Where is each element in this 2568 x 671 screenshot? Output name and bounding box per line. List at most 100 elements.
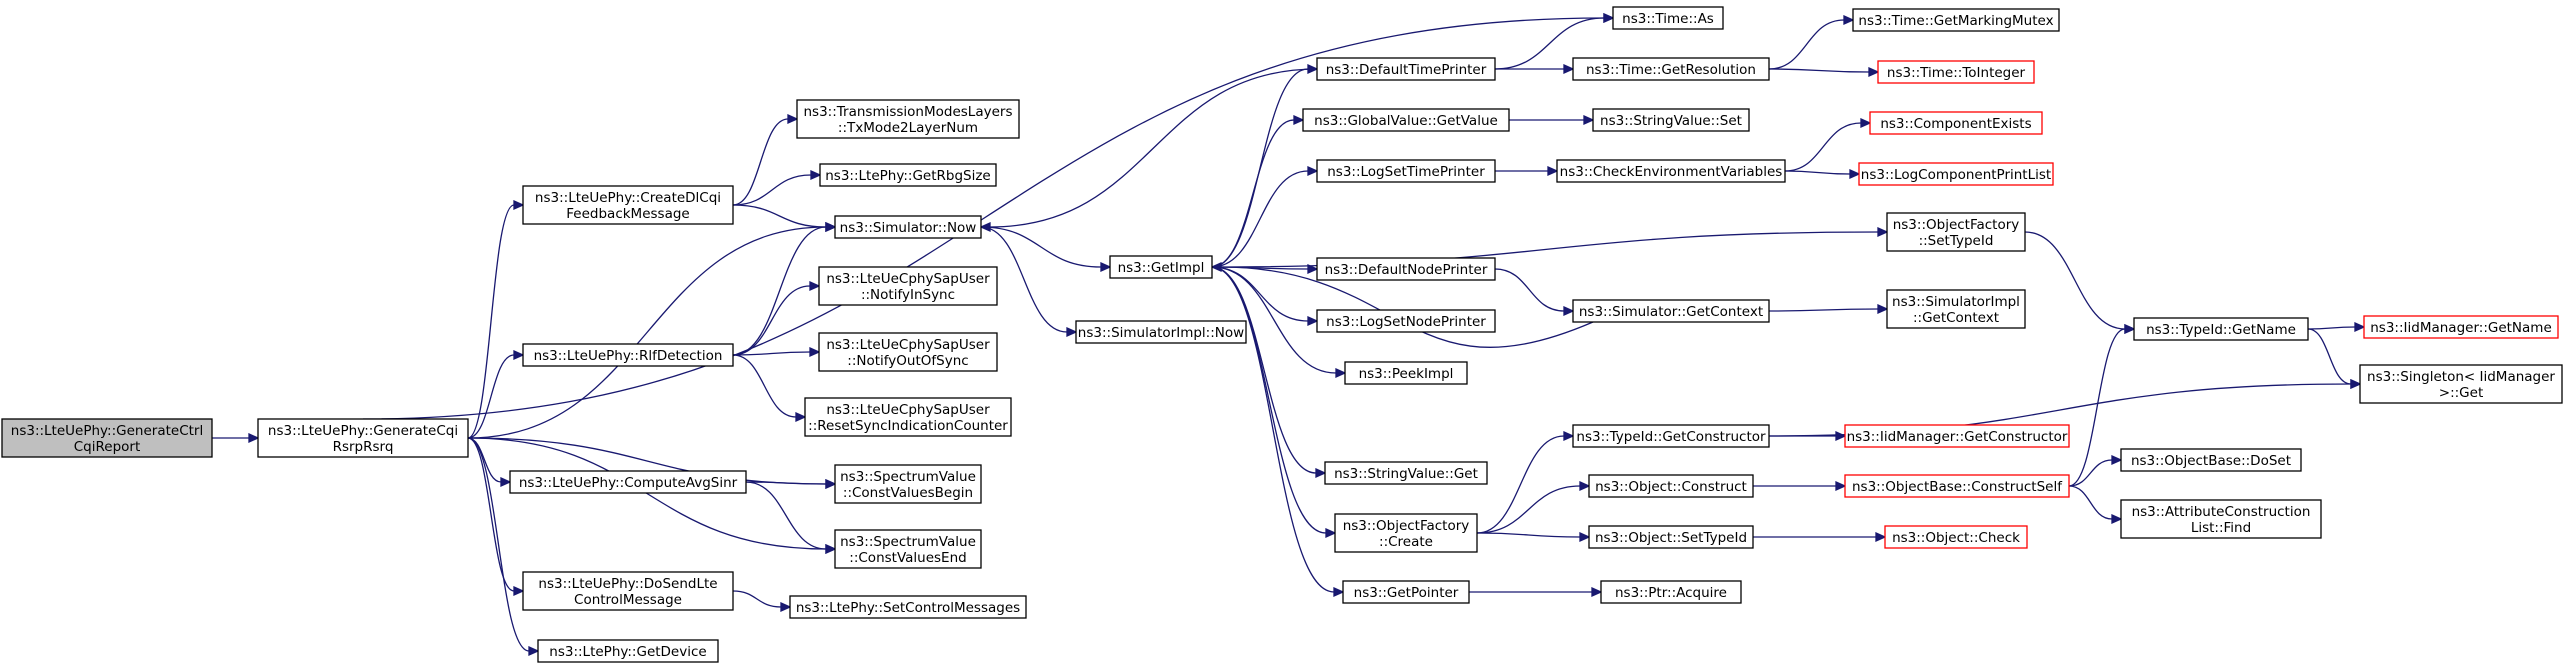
node-txmode[interactable]: ns3::TransmissionModesLayers::TxMode2Lay… — [796, 99, 1020, 139]
node-cvbegin[interactable]: ns3::SpectrumValue::ConstValuesBegin — [834, 464, 982, 504]
node-label: ns3::ObjectFactory — [1893, 217, 2020, 233]
node-label: ::Create — [1379, 534, 1433, 550]
node-simimplctx[interactable]: ns3::SimulatorImpl::GetContext — [1886, 289, 2026, 329]
node-label: ns3::Object::SetTypeId — [1595, 530, 1747, 546]
node-getimpl[interactable]: ns3::GetImpl — [1109, 255, 1213, 279]
node-tidgetname[interactable]: ns3::TypeId::GetName — [2133, 317, 2309, 341]
arrowhead-icon — [1210, 261, 1222, 273]
arrowhead-icon — [1307, 263, 1319, 275]
node-label: ns3::ComponentExists — [1880, 116, 2031, 132]
node-cvend[interactable]: ns3::SpectrumValue::ConstValuesEnd — [834, 529, 982, 569]
node-outsync[interactable]: ns3::LteUeCphySapUser::NotifyOutOfSync — [818, 332, 998, 372]
node-reset[interactable]: ns3::LteUeCphySapUser::ResetSyncIndicati… — [804, 397, 1012, 437]
arrowhead-icon — [809, 346, 821, 358]
node-box — [1592, 108, 1750, 132]
node-label: ns3::LtePhy::SetControlMessages — [796, 600, 1020, 616]
node-logcompprint[interactable]: ns3::LogComponentPrintList — [1858, 162, 2054, 186]
node-iidgetname[interactable]: ns3::IidManager::GetName — [2363, 315, 2559, 339]
node-box — [1886, 289, 2026, 329]
node-getpointer[interactable]: ns3::GetPointer — [1342, 580, 1470, 604]
node-svget[interactable]: ns3::StringValue::Get — [1324, 461, 1488, 485]
node-iidgetctor[interactable]: ns3::IidManager::GetConstructor — [1844, 424, 2070, 448]
node-obdoset[interactable]: ns3::ObjectBase::DoSet — [2120, 448, 2302, 472]
node-box — [2120, 448, 2302, 472]
node-box — [2359, 364, 2563, 404]
node-obconstself[interactable]: ns3::ObjectBase::ConstructSelf — [1844, 474, 2070, 498]
node-objsettid[interactable]: ns3::Object::SetTypeId — [1588, 525, 1754, 549]
node-rbg[interactable]: ns3::LtePhy::GetRbgSize — [819, 163, 997, 187]
node-objcheck[interactable]: ns3::Object::Check — [1884, 525, 2028, 549]
arrowhead-icon — [2124, 323, 2136, 335]
arrowhead-icon — [513, 199, 525, 211]
edge-rlf-to-outsync — [732, 346, 821, 358]
node-checkenv[interactable]: ns3::CheckEnvironmentVariables — [1556, 159, 1786, 183]
node-singleton[interactable]: ns3::Singleton< IidManager>::Get — [2359, 364, 2563, 404]
node-box — [819, 163, 997, 187]
edge-ofcreate-to-tidgetctor — [1476, 430, 1575, 534]
edge-createdl-to-txmode — [732, 113, 799, 206]
node-createdl[interactable]: ns3::LteUePhy::CreateDlCqiFeedbackMessag… — [522, 185, 734, 225]
node-dnp[interactable]: ns3::DefaultNodePrinter — [1316, 257, 1496, 281]
node-box — [1316, 257, 1496, 281]
node-label: ::ConstValuesBegin — [843, 485, 973, 501]
node-simgetctx[interactable]: ns3::Simulator::GetContext — [1572, 299, 1770, 323]
arrowhead-icon — [500, 476, 512, 488]
node-tointeger[interactable]: ns3::Time::ToInteger — [1877, 60, 2035, 84]
edge-getimpl-to-logsettp — [1211, 165, 1319, 268]
node-box — [522, 185, 734, 225]
node-insync[interactable]: ns3::LteUeCphySapUser::NotifyInSync — [818, 266, 998, 306]
node-tidgetctor[interactable]: ns3::TypeId::GetConstructor — [1572, 424, 1770, 448]
node-now[interactable]: ns3::Simulator::Now — [834, 215, 982, 239]
arrowhead-icon — [979, 221, 991, 233]
node-label: ns3::LteUePhy::GenerateCqi — [268, 423, 458, 439]
node-getres[interactable]: ns3::Time::GetResolution — [1572, 57, 1770, 81]
node-peekimpl[interactable]: ns3::PeekImpl — [1344, 361, 1468, 385]
node-timeas[interactable]: ns3::Time::As — [1612, 6, 1724, 30]
arrowhead-icon — [1307, 315, 1319, 327]
edge-gen-to-cvend — [467, 437, 837, 555]
node-label: ns3::LteUePhy::RlfDetection — [534, 348, 723, 364]
node-ofcreate[interactable]: ns3::ObjectFactory::Create — [1334, 513, 1478, 553]
node-box — [1600, 580, 1742, 604]
node-simimplnow[interactable]: ns3::SimulatorImpl::Now — [1075, 320, 1247, 344]
node-box — [2363, 315, 2559, 339]
node-getmarking[interactable]: ns3::Time::GetMarkingMutex — [1852, 8, 2060, 32]
node-dtp[interactable]: ns3::DefaultTimePrinter — [1316, 57, 1496, 81]
arrowhead-icon — [825, 221, 837, 233]
node-svset[interactable]: ns3::StringValue::Set — [1592, 108, 1750, 132]
node-objconstruct[interactable]: ns3::Object::Construct — [1588, 474, 1754, 498]
edge-logsettp-to-checkenv — [1494, 165, 1559, 177]
arrowhead-icon — [1860, 117, 1872, 129]
edge-objconstruct-to-obconstself — [1753, 480, 1847, 492]
node-compexists[interactable]: ns3::ComponentExists — [1869, 111, 2043, 135]
node-logsettp[interactable]: ns3::LogSetTimePrinter — [1316, 159, 1496, 183]
edge-now-to-getimpl — [980, 226, 1112, 273]
arrowhead-icon — [787, 113, 799, 125]
node-ptracquire[interactable]: ns3::Ptr::Acquire — [1600, 580, 1742, 604]
node-avgsinr[interactable]: ns3::LteUePhy::ComputeAvgSinr — [509, 470, 747, 494]
node-label: ::NotifyInSync — [861, 287, 955, 303]
call-nodes: ns3::LteUePhy::GenerateCtrlCqiReportns3:… — [1, 6, 2563, 663]
node-box — [834, 529, 982, 569]
node-logsetnp[interactable]: ns3::LogSetNodePrinter — [1316, 309, 1496, 333]
node-label: ns3::Time::GetResolution — [1586, 62, 1756, 78]
node-box — [1316, 57, 1496, 81]
edge-dtp-to-getres — [1495, 63, 1575, 75]
node-setctrl[interactable]: ns3::LtePhy::SetControlMessages — [789, 595, 1027, 619]
node-getdev[interactable]: ns3::LtePhy::GetDevice — [537, 639, 719, 663]
edge-objsettid-to-objcheck — [1753, 531, 1887, 543]
node-box — [1844, 424, 2070, 448]
arrowhead-icon — [1307, 165, 1319, 177]
node-box — [818, 332, 998, 372]
node-rlf[interactable]: ns3::LteUePhy::RlfDetection — [522, 343, 734, 367]
node-label: ::ConstValuesEnd — [849, 550, 966, 566]
node-box — [1075, 320, 1247, 344]
edge-obconstself-to-obdoset — [2068, 454, 2123, 487]
node-gvgetvalue[interactable]: ns3::GlobalValue::GetValue — [1302, 108, 1510, 132]
edge-ofcreate-to-objconstruct — [1476, 480, 1591, 534]
node-ofsettid[interactable]: ns3::ObjectFactory::SetTypeId — [1886, 212, 2026, 252]
